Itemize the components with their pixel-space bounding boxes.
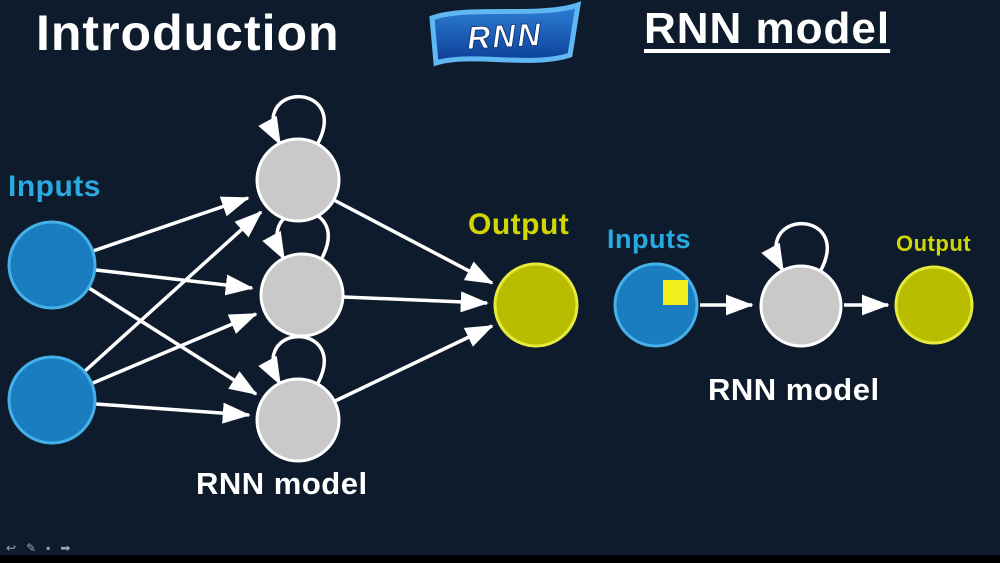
right-hidden-node xyxy=(759,264,843,348)
left-output-arrows xyxy=(331,197,494,404)
right-input-square xyxy=(663,280,688,305)
left-input-node-1 xyxy=(7,220,97,310)
left-hidden-node-3 xyxy=(255,377,341,463)
left-output-node xyxy=(493,262,579,348)
right-diagram-caption: RNN model xyxy=(708,372,880,407)
player-toolbar: ↩ ✎ ▪ ➡ xyxy=(6,540,70,556)
page-title: Introduction xyxy=(36,5,340,61)
right-inputs-label: Inputs xyxy=(607,224,691,254)
header-rnn-model: RNN model xyxy=(644,4,891,53)
logo-banner-shape xyxy=(429,1,582,67)
left-hidden-node-1 xyxy=(255,137,341,223)
left-output-label: Output xyxy=(468,208,570,241)
left-diagram-caption: RNN model xyxy=(196,466,368,501)
back-arrow-icon[interactable]: ↩ xyxy=(6,541,17,555)
left-input-arrows xyxy=(83,196,263,424)
right-output-node xyxy=(894,265,974,345)
square-icon[interactable]: ▪ xyxy=(46,541,51,555)
right-output-label: Output xyxy=(896,231,972,256)
logo-text: RNN xyxy=(466,16,543,56)
left-input-node-2 xyxy=(7,355,97,445)
pen-icon[interactable]: ✎ xyxy=(26,541,37,555)
right-arrows xyxy=(700,221,890,316)
forward-arrow-icon[interactable]: ➡ xyxy=(60,541,71,555)
left-inputs-label: Inputs xyxy=(8,170,101,203)
rnn-logo: RNN xyxy=(422,0,587,72)
left-hidden-node-2 xyxy=(259,252,345,338)
letterbox-bottom xyxy=(0,555,1000,563)
